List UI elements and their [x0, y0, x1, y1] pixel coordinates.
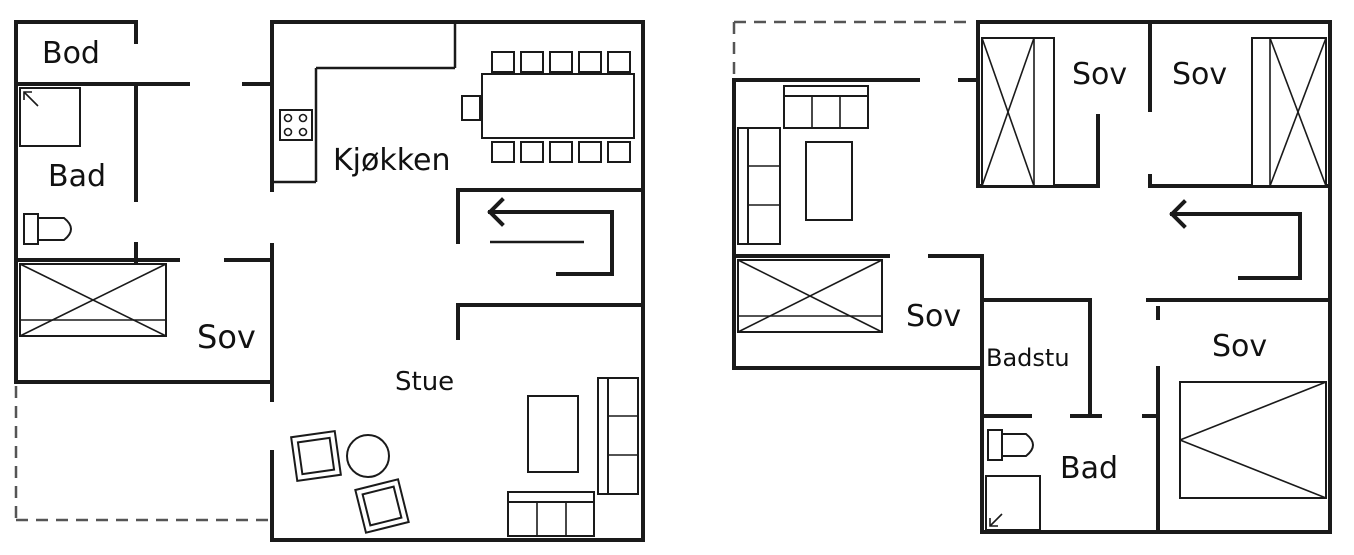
room-label-bedroom-2: Sov — [1172, 57, 1227, 92]
room-label-sauna: Badstu — [986, 344, 1070, 372]
room-label-bathroom: Bad — [48, 159, 106, 194]
ground-floor-toilet — [23, 213, 72, 245]
ground-floor-armchair-1 — [290, 430, 342, 482]
ground-floor-stove — [279, 109, 313, 141]
ground-floor-shower — [19, 87, 81, 147]
room-label-storage: Bod — [42, 36, 100, 71]
upper-floor-sofa-top — [783, 85, 869, 129]
upper-floor-coffee-table — [805, 141, 853, 221]
ground-floor-armchair-2 — [354, 478, 410, 534]
ground-floor-sofa-right — [597, 377, 639, 495]
room-label-kitchen: Kjøkken — [333, 143, 451, 178]
ground-floor-bed — [19, 263, 167, 337]
ground-floor-dining-table — [461, 51, 635, 163]
room-label-bathroom-upper: Bad — [1060, 451, 1118, 486]
room-label-bedroom: Sov — [197, 318, 256, 356]
ground-floor-veranda-outline — [14, 386, 268, 522]
ground-floor-stair-arrow — [487, 197, 614, 276]
room-label-bedroom-1: Sov — [1072, 57, 1127, 92]
upper-floor-bed-left — [737, 259, 883, 333]
upper-floor-bed-right — [1179, 381, 1327, 499]
upper-floor-wardrobe-2 — [1251, 37, 1327, 187]
ground-floor-coffee-table — [527, 395, 579, 473]
upper-floor-shower — [985, 475, 1041, 531]
room-label-bedroom-4: Sov — [1212, 329, 1267, 364]
ground-floor-plan: Bod Bad Kjøkken Sov Stue — [14, 20, 645, 542]
ground-floor-walls — [14, 20, 645, 542]
upper-floor-walls — [732, 20, 1332, 534]
ground-floor-sofa-bottom — [507, 491, 595, 537]
upper-floor-toilet — [987, 429, 1034, 461]
upper-floor-stair-arrow — [1169, 199, 1302, 280]
upper-floor-balcony-outline — [732, 20, 974, 76]
ground-floor-round-table — [346, 434, 390, 478]
upper-floor-wardrobe-1 — [981, 37, 1055, 187]
room-label-living-room: Stue — [395, 367, 454, 397]
room-label-bedroom-3: Sov — [906, 299, 961, 334]
upper-floor-sofa-side — [737, 127, 781, 245]
upper-floor-plan: Sov Sov Sov Sov Badstu Bad — [732, 20, 1332, 534]
